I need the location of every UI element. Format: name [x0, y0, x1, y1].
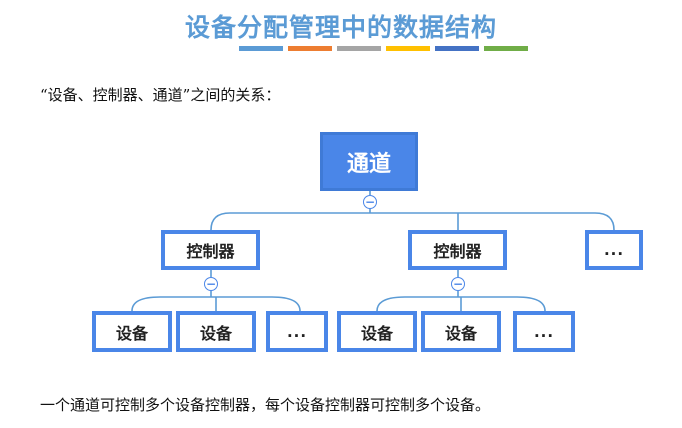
node-device-right-2: 设备	[421, 311, 501, 352]
node-device-left-more: ...	[266, 311, 328, 352]
node-device-left-2: 设备	[176, 311, 256, 352]
title-underline	[239, 46, 529, 52]
intro-text: “设备、控制器、通道”之间的关系：	[40, 86, 281, 104]
node-device-right-1: 设备	[337, 311, 417, 352]
underline-bar-3	[337, 46, 381, 51]
underline-bar-4	[386, 46, 430, 51]
node-controller-right: 控制器	[408, 230, 507, 270]
collapse-icon-root[interactable]: −	[363, 195, 377, 209]
node-controller-more: ...	[585, 230, 643, 270]
underline-bar-2	[288, 46, 332, 51]
underline-bar-6	[484, 46, 528, 51]
underline-bar-1	[239, 46, 283, 51]
node-device-left-1: 设备	[92, 311, 172, 352]
underline-bar-5	[435, 46, 479, 51]
footer-text: 一个通道可控制多个设备控制器，每个设备控制器可控制多个设备。	[40, 396, 491, 414]
collapse-icon-controller-right[interactable]: −	[451, 277, 465, 291]
page-title: 设备分配管理中的数据结构	[184, 13, 497, 42]
collapse-icon-controller-left[interactable]: −	[204, 277, 218, 291]
node-device-right-more: ...	[513, 311, 575, 352]
node-controller-left: 控制器	[161, 230, 260, 270]
node-channel: 通道	[320, 132, 418, 191]
connector-level2-bar	[210, 212, 615, 231]
